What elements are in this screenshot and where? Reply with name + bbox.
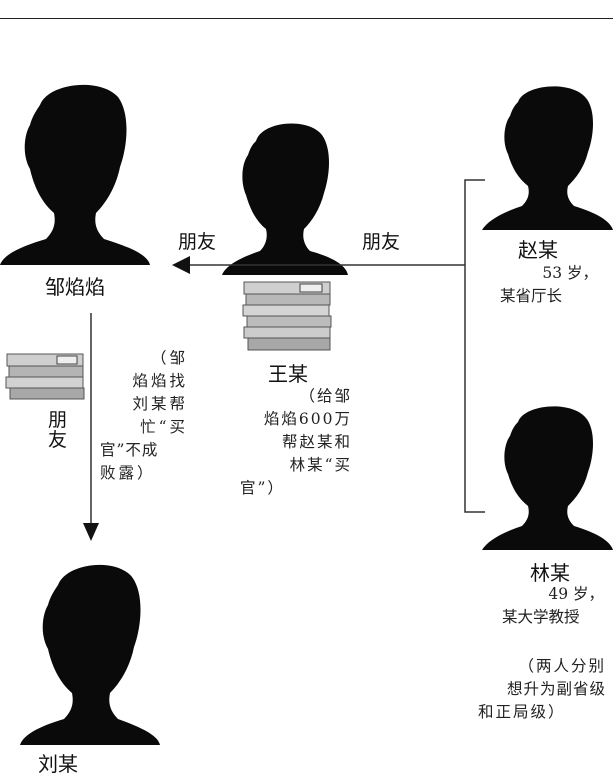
friend-label-right: 朋友 bbox=[362, 231, 401, 253]
wang-note: （给邹 焰焰600万 帮赵某和 林某“买 官”） bbox=[240, 387, 352, 497]
wang-name: 王某 bbox=[268, 362, 308, 386]
money-stack-small-icon bbox=[5, 353, 85, 400]
zou-liu-note: （邹 焰焰找 刘某帮 忙“买 官”不成 败露） bbox=[100, 349, 188, 482]
top-rule bbox=[0, 18, 613, 19]
lin-name: 林某 bbox=[530, 561, 570, 585]
zou-name: 邹焰焰 bbox=[45, 275, 105, 299]
friend-label-vertical: 朋 友 bbox=[48, 409, 68, 451]
zhao-silhouette-icon bbox=[482, 86, 613, 230]
wang-silhouette-icon bbox=[222, 123, 348, 275]
lin-silhouette-icon bbox=[482, 406, 613, 550]
liu-silhouette-icon bbox=[20, 564, 160, 745]
zhao-lin-note: （两人分别 想升为副省级 和正局级） bbox=[478, 657, 606, 721]
connector-lines bbox=[83, 179, 485, 541]
arrow-left-icon bbox=[172, 256, 190, 274]
zhao-info: 53 岁， bbox=[542, 264, 598, 282]
lin-info: 49 岁， bbox=[548, 585, 604, 603]
arrow-down-icon bbox=[83, 523, 99, 541]
liu-name: 刘某 bbox=[38, 752, 78, 776]
bracket-line bbox=[464, 179, 485, 513]
money-stack-icon bbox=[242, 281, 332, 351]
zhao-name: 赵某 bbox=[518, 238, 558, 262]
friend-label-left: 朋友 bbox=[178, 231, 217, 253]
zou-silhouette-icon bbox=[0, 84, 150, 266]
zhao-title: 某省厅长 bbox=[500, 287, 563, 305]
lin-title: 某大学教授 bbox=[502, 608, 580, 626]
